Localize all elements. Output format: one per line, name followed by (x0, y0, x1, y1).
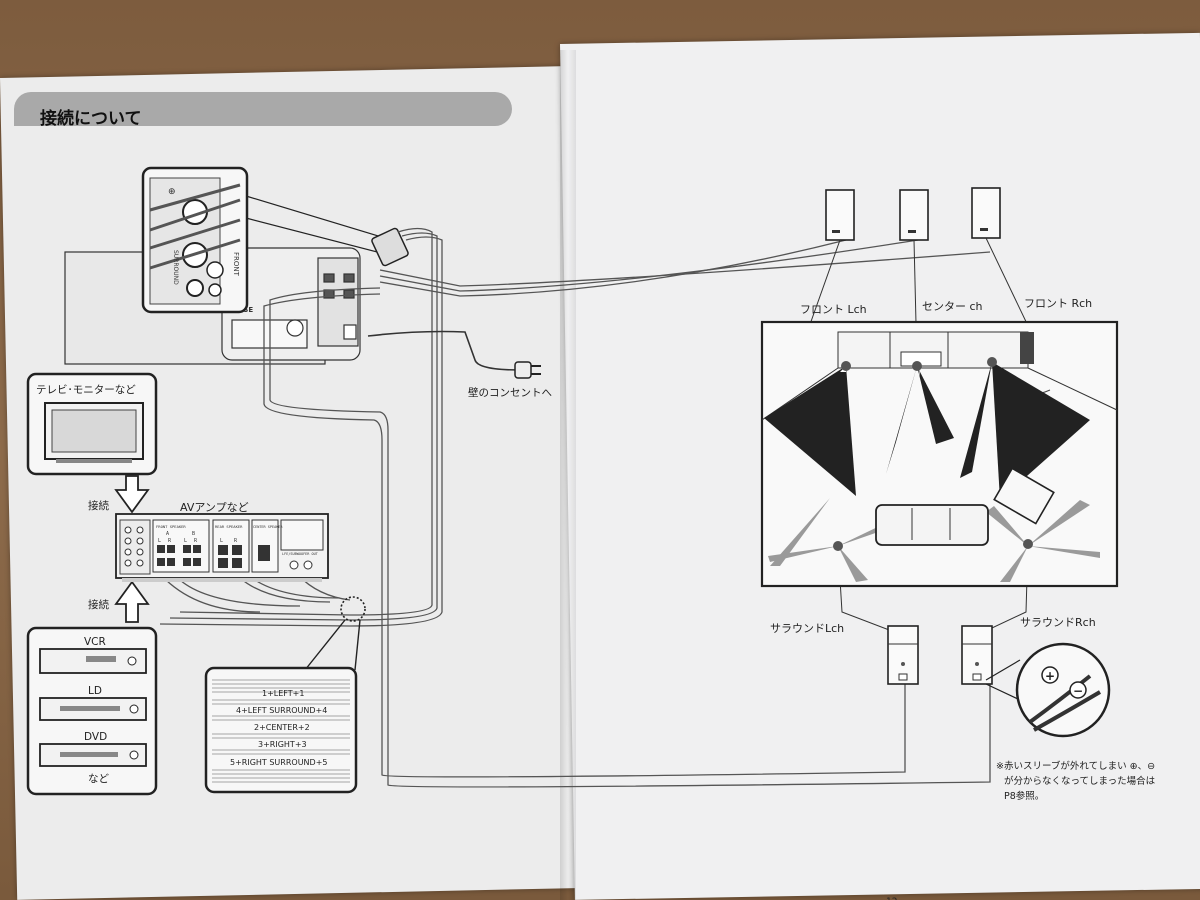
book-spine (560, 50, 576, 900)
r1-text: R (168, 538, 172, 544)
page-number: 12 (886, 897, 897, 900)
note-line-1: ※赤いスリーブが外れてしまい ⊕、⊖ (996, 760, 1155, 772)
ld-label: LD (88, 685, 102, 697)
a-text: A (166, 531, 169, 537)
polarity-detail: + − (985, 642, 1111, 738)
front-speaker-r (971, 187, 1001, 239)
connect-top-label: 接続 (88, 499, 109, 512)
legend-line-2: 4+LEFT SURROUND+4 (236, 706, 327, 715)
center-label: センター ch (922, 300, 983, 313)
plus-sign: + (1045, 669, 1055, 683)
sources-box: VCR LD DVD など (26, 626, 158, 796)
surround-speaker-l (887, 625, 919, 685)
center-speaker (899, 189, 929, 241)
front-speaker-l (825, 189, 855, 241)
tv-box: テレビ･モニターなど (26, 372, 158, 476)
note-line-3: P8参照。 (1004, 790, 1044, 802)
rear-speaker-text: REAR SPEAKER (215, 524, 243, 529)
section-title: 接続について (40, 108, 142, 129)
surround-r-label: サラウンドRch (1020, 616, 1096, 629)
etc-label: など (88, 773, 109, 785)
vcr-label: VCR (84, 636, 106, 648)
legend-line-1: 1+LEFT+1 (262, 689, 304, 698)
minus-sign: − (1073, 684, 1083, 698)
magnify-circle (340, 596, 366, 622)
note-text: ※赤いスリーブが外れてしまい ⊕、⊖ が分からなくなってしまった場合は P8参照… (996, 760, 1156, 802)
r2-text: R (194, 538, 198, 544)
surround-l-label: サラウンドLch (770, 622, 844, 635)
surround-text: SURROUND (172, 250, 179, 285)
av-amp-label: AVアンプなど (180, 501, 249, 514)
section-header: 接続について (14, 92, 512, 129)
terminal-callout: FRONT SURROUND ⊕ (141, 166, 386, 314)
av-amp: AVアンプなど FRO (115, 501, 329, 582)
l3-text: L (220, 538, 223, 544)
cable-legend: 1+LEFT+1 4+LEFT SURROUND+4 2+CENTER+2 3+… (204, 666, 358, 794)
callout-marker: ⊕ (168, 187, 176, 197)
arrow-down: 接続 (88, 475, 150, 514)
l1-text: L (158, 538, 161, 544)
front-r-label: フロント Rch (1024, 297, 1092, 310)
legend-line-3: 2+CENTER+2 (254, 723, 310, 732)
center-speaker-text: CENTER SPEAKER (253, 525, 283, 529)
room-diagram (760, 320, 1119, 588)
note-line-2: が分からなくなってしまった場合は (1004, 775, 1156, 787)
dsub-connector (371, 227, 409, 267)
l2-text: L (184, 538, 187, 544)
legend-line-4: 3+RIGHT+3 (258, 740, 307, 749)
wall-outlet-label: 壁のコンセントへ (468, 386, 552, 399)
front-speaker-text: FRONT SPEAKER (156, 524, 186, 529)
connect-bottom-label: 接続 (88, 598, 109, 611)
b-text: B (192, 531, 195, 537)
cable-bundle (159, 227, 991, 788)
legend-line-5: 5+RIGHT SURROUND+5 (230, 758, 328, 767)
r3-text: R (234, 538, 238, 544)
lfe-text: LFE/SUBWOOFER OUT (282, 552, 319, 556)
dvd-label: DVD (84, 731, 107, 743)
wall-plug: 壁のコンセントへ (468, 361, 552, 399)
tv-label: テレビ･モニターなど (36, 384, 136, 396)
arrow-up: 接続 (88, 580, 150, 623)
front-l-label: フロント Lch (800, 303, 867, 316)
front-text: FRONT (232, 252, 240, 277)
surround-speaker-r (961, 625, 993, 685)
